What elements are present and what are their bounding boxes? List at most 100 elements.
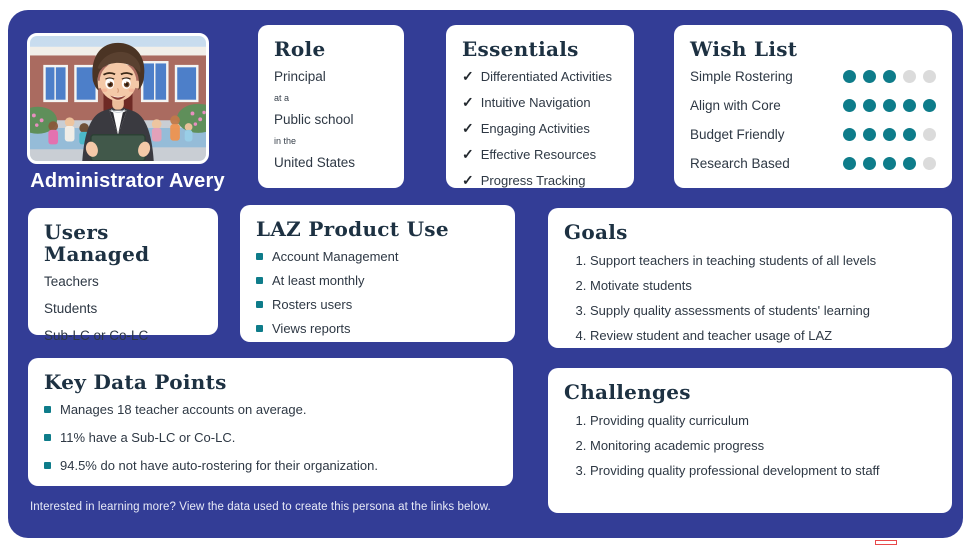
square-bullet-icon [256, 301, 263, 308]
product-use-title: LAZ Product Use [256, 217, 449, 241]
square-bullet-icon [256, 277, 263, 284]
persona-name: Administrator Avery [30, 170, 225, 192]
rating-dot [863, 128, 876, 141]
challenges-title: Challenges [564, 380, 691, 404]
key-data-point-item: Manages 18 teacher accounts on average. [44, 402, 497, 417]
checkmark-icon: ✓ [462, 94, 474, 110]
product-use-item: Rosters users [256, 297, 499, 312]
product-use-item: Account Management [256, 249, 499, 264]
rating-dot [883, 99, 896, 112]
essentials-item-label: Differentiated Activities [480, 69, 613, 84]
goal-item: Motivate students [590, 277, 936, 296]
rating-dot [883, 128, 896, 141]
avatar [27, 33, 209, 164]
rating-dot [863, 157, 876, 170]
rating-dot [843, 128, 856, 141]
key-data-points-list: Manages 18 teacher accounts on average. … [44, 402, 497, 473]
rating-dot [883, 157, 896, 170]
essentials-item: ✓ Progress Tracking [462, 173, 618, 188]
role-school-type: Public school [274, 112, 354, 127]
rating-dots [843, 128, 936, 141]
product-use-list: Account Management At least monthly Rost… [256, 249, 499, 336]
key-data-point-label: 94.5% do not have auto-rostering for the… [60, 458, 378, 473]
checkmark-icon: ✓ [462, 68, 474, 84]
essentials-item: ✓ Effective Resources [462, 147, 618, 162]
challenge-item: Providing quality professional developme… [590, 462, 936, 481]
goals-card: Goals Support teachers in teaching stude… [548, 208, 952, 348]
wish-list-item: Align with Core [690, 98, 936, 113]
essentials-card: Essentials ✓ Differentiated Activities ✓… [446, 25, 634, 188]
rating-dot [843, 70, 856, 83]
essentials-title: Essentials [462, 37, 579, 61]
goals-title: Goals [564, 220, 628, 244]
rating-dot [863, 99, 876, 112]
cropped-logo [875, 540, 897, 545]
role-position: Principal [274, 69, 326, 84]
product-use-item-label: Rosters users [272, 297, 353, 312]
essentials-item-label: Effective Resources [480, 147, 597, 162]
key-data-point-label: 11% have a Sub-LC or Co-LC. [60, 430, 236, 445]
key-data-points-card: Key Data Points Manages 18 teacher accou… [28, 358, 513, 486]
product-use-item-label: Views reports [272, 321, 351, 336]
square-bullet-icon [44, 406, 51, 413]
rating-dot [923, 70, 936, 83]
rating-dots [843, 70, 936, 83]
wish-list-card: Wish List Simple Rostering Align with Co… [674, 25, 952, 188]
rating-dot [923, 128, 936, 141]
rating-dot [883, 70, 896, 83]
rating-dot [903, 99, 916, 112]
users-managed-item: Sub-LC or Co-LC [44, 328, 149, 343]
footer-note: Interested in learning more? View the da… [30, 501, 491, 513]
rating-dot [903, 157, 916, 170]
role-title: Role [274, 37, 326, 61]
wish-list-item: Research Based [690, 156, 936, 171]
role-card: Role Principal at a Public school in the… [258, 25, 404, 188]
checkmark-icon: ✓ [462, 172, 474, 188]
persona-panel: Administrator Avery Role Principal at a … [8, 10, 963, 538]
square-bullet-icon [44, 434, 51, 441]
essentials-item: ✓ Engaging Activities [462, 121, 618, 136]
role-location: United States [274, 155, 356, 170]
wish-list-title: Wish List [690, 37, 798, 61]
wish-item-label: Research Based [690, 156, 790, 171]
rating-dot [863, 70, 876, 83]
users-managed-title: Users Managed [44, 220, 150, 266]
challenges-card: Challenges Providing quality curriculum … [548, 368, 952, 513]
goal-item: Supply quality assessments of students' … [590, 302, 936, 321]
rating-dot [923, 99, 936, 112]
goal-item: Review student and teacher usage of LAZ [590, 327, 936, 346]
users-managed-list: Teachers Students Sub-LC or Co-LC [44, 274, 202, 343]
product-use-card: LAZ Product Use Account Management At le… [240, 205, 515, 342]
essentials-list: ✓ Differentiated Activities ✓ Intuitive … [462, 69, 618, 188]
key-data-point-item: 94.5% do not have auto-rostering for the… [44, 458, 497, 473]
wish-list: Simple Rostering Align with Core Budget … [690, 69, 936, 171]
goals-list: Support teachers in teaching students of… [564, 252, 936, 345]
rating-dot [923, 157, 936, 170]
goal-item: Support teachers in teaching students of… [590, 252, 936, 271]
wish-list-item: Budget Friendly [690, 127, 936, 142]
checkmark-icon: ✓ [462, 146, 474, 162]
key-data-point-label: Manages 18 teacher accounts on average. [60, 402, 307, 417]
product-use-item-label: At least monthly [272, 273, 365, 288]
product-use-item-label: Account Management [272, 249, 399, 264]
rating-dots [843, 99, 936, 112]
rating-dots [843, 157, 936, 170]
users-managed-item: Teachers [44, 274, 99, 289]
essentials-item-label: Engaging Activities [480, 121, 590, 136]
wish-item-label: Budget Friendly [690, 127, 785, 142]
product-use-item: At least monthly [256, 273, 499, 288]
square-bullet-icon [256, 253, 263, 260]
challenge-item: Monitoring academic progress [590, 437, 936, 456]
wish-item-label: Align with Core [690, 98, 781, 113]
rating-dot [903, 70, 916, 83]
key-data-points-title: Key Data Points [44, 370, 227, 394]
product-use-item: Views reports [256, 321, 499, 336]
wish-list-item: Simple Rostering [690, 69, 936, 84]
challenge-item: Providing quality curriculum [590, 412, 936, 431]
checkmark-icon: ✓ [462, 120, 474, 136]
avatar-illustration [30, 36, 206, 161]
wish-item-label: Simple Rostering [690, 69, 793, 84]
rating-dot [903, 128, 916, 141]
challenges-list: Providing quality curriculum Monitoring … [564, 412, 936, 481]
essentials-item-label: Intuitive Navigation [480, 95, 591, 110]
